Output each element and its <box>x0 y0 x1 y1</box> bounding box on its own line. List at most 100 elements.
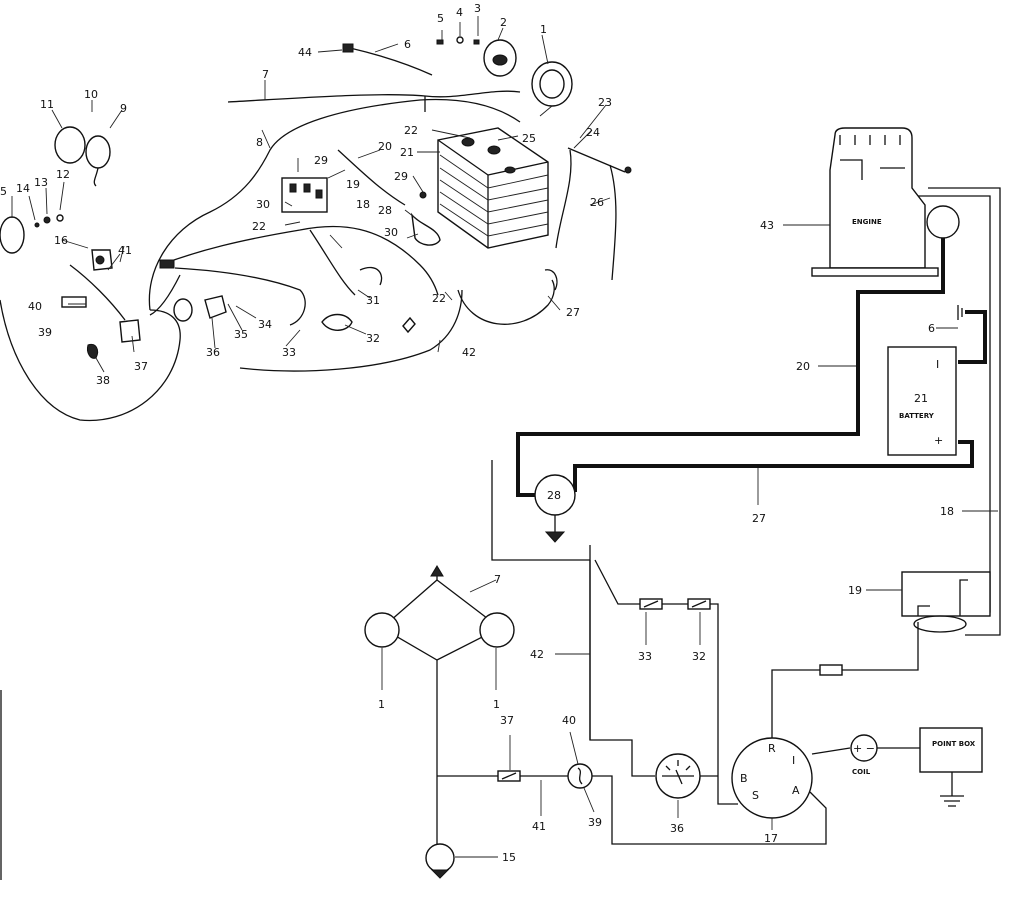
regulator-19[interactable] <box>901 571 991 617</box>
coil-label: COIL <box>852 768 871 776</box>
callout-11: 11 <box>40 98 54 111</box>
cable-27-label: 27 <box>752 512 766 525</box>
schematic: ENGINE 43 I 21 BATTERY + 20 6 27 18 <box>0 127 1001 880</box>
callout-34: 34 <box>258 318 272 331</box>
battery-drawing <box>437 127 549 249</box>
callout-20: 20 <box>378 140 392 153</box>
callout-38: 38 <box>96 374 110 387</box>
callout-41: 41 <box>118 244 132 257</box>
callout-21: 21 <box>400 146 414 159</box>
headlight-right-label: 1 <box>493 698 500 711</box>
callout-25: 25 <box>522 132 536 145</box>
battery-pos: + <box>934 434 943 447</box>
wire-41-label: 41 <box>532 820 546 833</box>
callout-39: 39 <box>38 326 52 339</box>
harness-8 <box>148 98 521 311</box>
headlight-right[interactable] <box>479 612 515 648</box>
ground-strap-label: 6 <box>928 322 935 335</box>
callout-10: 10 <box>84 88 98 101</box>
battery-label: BATTERY <box>899 412 935 420</box>
callout-12: 12 <box>56 168 70 181</box>
callout-3: 3 <box>474 2 481 15</box>
callout-35: 35 <box>234 328 248 341</box>
switch-40-label: 40 <box>562 714 576 727</box>
callout-23: 23 <box>598 96 612 109</box>
harness-42 <box>239 289 463 372</box>
callout-31: 31 <box>366 294 380 307</box>
lamp-15[interactable] <box>425 843 455 873</box>
callout-5b: 5 <box>0 185 7 198</box>
callout-27: 27 <box>566 306 580 319</box>
callout-9: 9 <box>120 102 127 115</box>
callout-22c: 22 <box>404 124 418 137</box>
term-r: R <box>768 742 776 755</box>
term-b: B <box>740 772 748 785</box>
harness-7 <box>227 90 521 103</box>
headlight-left-label: 1 <box>378 698 385 711</box>
callout-7: 7 <box>262 68 269 81</box>
cable-27 <box>573 440 974 492</box>
battery-symbol: I 21 BATTERY + <box>887 346 957 456</box>
wire-18-label: 18 <box>940 505 954 518</box>
callout-4: 4 <box>456 6 463 19</box>
point-box-label: POINT BOX <box>932 740 976 748</box>
light-9 <box>85 135 111 169</box>
regulator-drawing <box>281 177 328 213</box>
battery-neg: I <box>936 358 939 371</box>
callout-5: 5 <box>437 12 444 25</box>
callout-40: 40 <box>28 300 42 313</box>
ignition-label: 17 <box>764 832 778 845</box>
callout-29b: 29 <box>394 170 408 183</box>
harness-lower <box>0 299 181 422</box>
callout-30a: 30 <box>256 198 270 211</box>
callout-26: 26 <box>590 196 604 209</box>
term-s: S <box>752 789 759 802</box>
wire-18 <box>928 187 1001 636</box>
cable-20 <box>516 238 945 497</box>
light-harness-label: 7 <box>494 573 501 586</box>
ammeter-label: 36 <box>670 822 684 835</box>
callout-30b: 30 <box>384 226 398 239</box>
callout-13: 13 <box>34 176 48 189</box>
headlight-left[interactable] <box>364 612 400 648</box>
generator-drawing <box>410 212 441 246</box>
callout-22a: 22 <box>432 292 446 305</box>
engine-label: ENGINE <box>852 218 882 226</box>
callout-6: 6 <box>404 38 411 51</box>
cable-27-drawing <box>457 279 555 325</box>
engine-block: ENGINE <box>811 127 939 277</box>
callout-14: 14 <box>16 182 30 195</box>
fuse-32-label: 32 <box>692 650 706 663</box>
callout-28: 28 <box>378 204 392 217</box>
callout-16: 16 <box>54 234 68 247</box>
callout-33: 33 <box>282 346 296 359</box>
engine-generator <box>926 205 960 239</box>
term-i: I <box>792 754 795 767</box>
regulator-label: 19 <box>848 584 862 597</box>
callout-2: 2 <box>500 16 507 29</box>
callout-24: 24 <box>586 126 600 139</box>
light-11 <box>54 126 86 164</box>
battery-number: 21 <box>914 392 928 405</box>
generator-label: 28 <box>547 489 561 502</box>
fuse-33-label: 33 <box>638 650 652 663</box>
engine-number: 43 <box>760 219 774 232</box>
callout-37: 37 <box>134 360 148 373</box>
term-a: A <box>792 784 800 797</box>
ground-strap-6 <box>958 310 987 364</box>
exploded-view: 1 2 3 4 5 44 6 7 8 9 10 11 12 13 14 5 16… <box>0 2 632 422</box>
callout-44: 44 <box>298 46 312 59</box>
light-5 <box>0 216 25 254</box>
fuse-37-label: 37 <box>500 714 514 727</box>
light-harness-7 <box>380 579 502 661</box>
callout-18: 18 <box>356 198 370 211</box>
lamp-15-label: 15 <box>502 851 516 864</box>
callout-1: 1 <box>540 23 547 36</box>
callout-32: 32 <box>366 332 380 345</box>
point-box[interactable] <box>919 727 983 773</box>
cable-20-label: 20 <box>796 360 810 373</box>
callout-19: 19 <box>346 178 360 191</box>
callout-36: 36 <box>206 346 220 359</box>
wire-42-label: 42 <box>530 648 544 661</box>
